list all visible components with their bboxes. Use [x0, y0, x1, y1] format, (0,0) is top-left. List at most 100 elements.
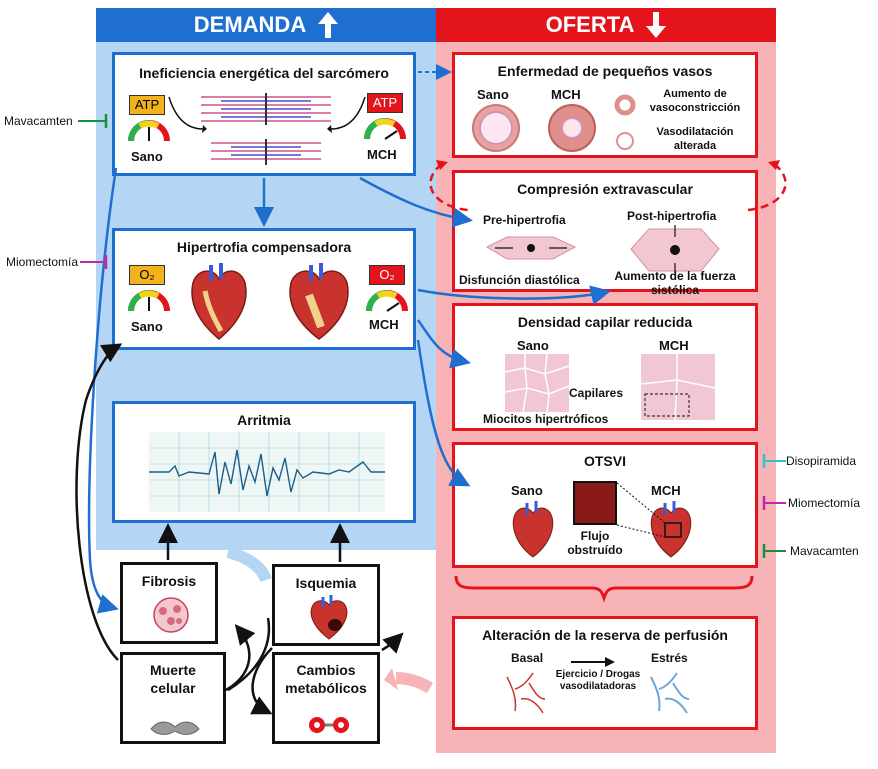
small-vessel-title: Enfermedad de pequeños vasos: [497, 63, 713, 79]
arrhythmia-box: Arritmia: [112, 401, 416, 523]
atp-badge-right: ATP: [367, 93, 403, 113]
systolic-force-label: Aumento de la fuerza sistólica: [614, 269, 736, 297]
arrow-up-icon: [318, 12, 339, 38]
supply-brace-icon: [454, 575, 754, 603]
o2-label-left: O₂: [139, 267, 155, 282]
fibrosis-title: Fibrosis: [141, 573, 197, 589]
o2-label-right: O₂: [379, 267, 395, 282]
curved-arrow-icon-2: [327, 96, 366, 133]
sarcomere-box: Ineficiencia energética del sarcómero AT…: [112, 52, 416, 176]
demand-header-text: DEMANDA: [193, 12, 307, 37]
dead-cell-icon: [150, 721, 200, 735]
hypertrophy-healthy-label: Sano: [131, 319, 163, 334]
obstructed-flow-label: Flujo obstruído: [567, 529, 623, 557]
atp-badge-left: ATP: [129, 95, 165, 115]
gauge-icon-right-2: [366, 290, 408, 312]
fibrosis-tissue-icon: [153, 597, 189, 633]
cell-death-box: Muerte celular: [120, 652, 226, 744]
vasodilation-ring-icon: [616, 132, 634, 150]
capillary-box: Densidad capilar reducida Sano MCH Capil…: [452, 303, 758, 431]
capillary-hcm-label: MCH: [659, 338, 689, 353]
vasoconstriction-label: Aumento de vasoconstricción: [649, 88, 741, 114]
myectomy-right-label: Miomectomía: [788, 496, 861, 510]
arrow-down-icon: [646, 12, 667, 38]
curved-arrow-icon: [168, 96, 207, 133]
mavacamten-right-label: Mavacamten: [790, 544, 859, 558]
myocyte-post-icon: [630, 225, 720, 275]
basal-label: Basal: [511, 651, 544, 665]
basal-vessels-icon: [506, 672, 546, 714]
molecule-icon: [309, 717, 349, 733]
ischemia-title: Isquemia: [295, 575, 357, 591]
disopyramide-inhibitor-icon: [762, 454, 786, 468]
ecg-strip-icon: [149, 432, 385, 512]
gauge-icon-left-2: [128, 290, 170, 312]
sarcomere-icon: [201, 93, 331, 165]
compression-box: Compresión extravascular Pre-hipertrofia…: [452, 170, 758, 297]
myocyte-pre-icon: [485, 236, 577, 260]
lvoto-box: OTSVI Sano MCH Flujo obstruído: [452, 442, 758, 568]
healthy-tissue-icon: [504, 353, 570, 413]
arrhythmia-title: Arritmia: [237, 412, 291, 428]
stress-label: Estrés: [651, 651, 688, 665]
mavacamten-left-label: Mavacamten: [4, 114, 73, 128]
heart-icon: [191, 263, 247, 340]
ischemia-box: Isquemia: [272, 564, 380, 646]
arrow-right-icon: [571, 657, 615, 667]
lvoto-hcm-label: MCH: [651, 483, 681, 498]
zoom-lines-icon: [616, 482, 666, 538]
small-vessel-healthy-label: Sano: [477, 87, 509, 102]
metabolic-box: Cambios metabólicos: [272, 652, 380, 744]
myectomy-right-inhibitor-icon: [762, 496, 786, 510]
small-vessel-hcm-label: MCH: [551, 87, 581, 102]
perfusion-title: Alteración de la reserva de perfusión: [482, 627, 728, 643]
supply-header-text: OFERTA: [545, 12, 635, 37]
vasodilation-label: Vasodilatación alterada: [656, 126, 734, 152]
sarcomere-hcm-label: MCH: [367, 147, 397, 162]
o2-badge-left: O₂: [129, 265, 165, 285]
mavacamten-left-inhibitor-icon: [78, 114, 108, 128]
obstruction-zoom-box: [573, 481, 617, 525]
atp-label-right: ATP: [372, 95, 398, 110]
post-hypertrophy-label: Post-hipertrofia: [627, 209, 717, 223]
hcm-vessel-icon: [548, 104, 596, 152]
pre-hypertrophy-label: Pre-hipertrofia: [483, 213, 566, 227]
atp-label-left: ATP: [134, 97, 160, 112]
diastolic-dysfunction-label: Disfunción diastólica: [459, 273, 580, 287]
gauge-icon-right: [364, 118, 406, 140]
stress-vessels-icon: [650, 672, 690, 714]
o2-badge-right: O₂: [369, 265, 405, 285]
cell-death-title: Muerte celular: [150, 662, 196, 696]
supply-header: OFERTA: [436, 8, 776, 42]
hypertrophy-box: Hipertrofia compensadora O₂ O₂ Sano MCH: [112, 228, 416, 350]
sarcomere-title: Ineficiencia energética del sarcómero: [139, 65, 389, 81]
hypertrophy-hcm-label: MCH: [369, 317, 399, 332]
healthy-vessel-icon: [472, 104, 520, 152]
metabolic-title: Cambios metabólicos: [285, 662, 367, 696]
disopyramide-label: Disopiramida: [786, 454, 857, 468]
myectomy-left-label: Miomectomía: [6, 255, 79, 269]
sarcomere-healthy-label: Sano: [131, 149, 163, 164]
healthy-heart-icon: [512, 501, 554, 558]
hcm-tissue-icon: [640, 354, 716, 421]
fibrosis-box: Fibrosis: [120, 562, 218, 644]
perfusion-box: Alteración de la reserva de perfusión Ba…: [452, 616, 758, 730]
vasoconstriction-ring-icon: [614, 94, 636, 116]
dashed-loop-icon: [429, 160, 787, 212]
lvoto-healthy-label: Sano: [511, 483, 543, 498]
gauge-icon-left: [128, 120, 170, 142]
capillary-title: Densidad capilar reducida: [517, 314, 693, 330]
hypertrophy-title: Hipertrofia compensadora: [176, 239, 352, 255]
ischemic-heart-icon: [310, 595, 348, 640]
hypertrophic-myocytes-label: Miocitos hipertróficos: [483, 412, 609, 426]
hypertrophic-heart-icon: [289, 263, 349, 340]
mavacamten-right-inhibitor-icon: [762, 544, 786, 558]
myectomy-left-inhibitor-icon: [80, 255, 108, 269]
capillary-healthy-label: Sano: [517, 338, 549, 353]
small-vessel-box: Enfermedad de pequeños vasos Sano MCH Au…: [452, 52, 758, 158]
capillaries-label: Capilares: [569, 386, 624, 400]
compression-title: Compresión extravascular: [517, 181, 693, 197]
demand-header: DEMANDA: [96, 8, 436, 42]
lvoto-title: OTSVI: [583, 453, 626, 469]
exercise-label: Ejercicio / Drogas vasodilatadoras: [555, 669, 641, 692]
